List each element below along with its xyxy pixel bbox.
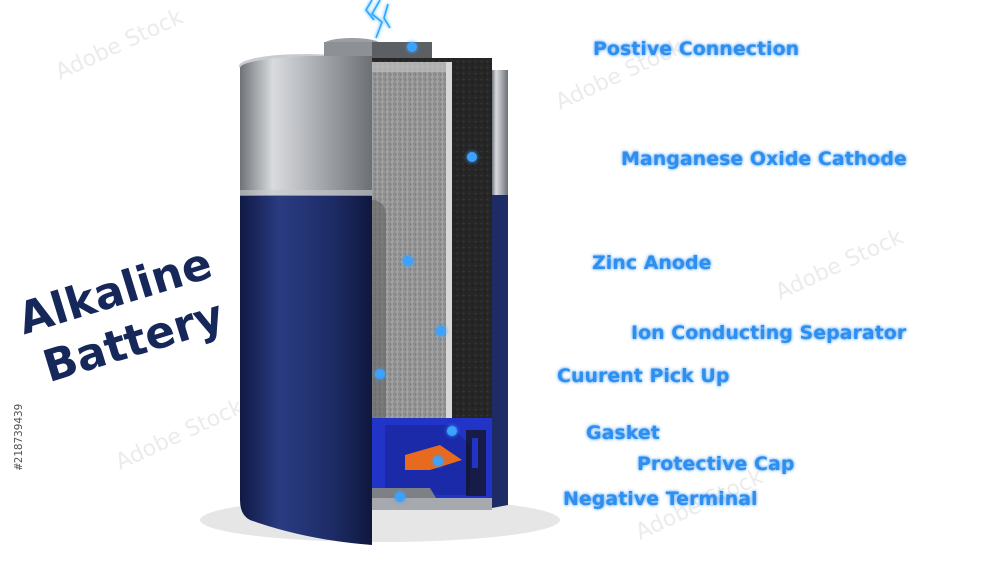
callout-separator: Ion Conducting Separator — [436, 322, 907, 344]
callout-label-anode: Zinc Anode — [592, 252, 711, 274]
band-seam — [240, 190, 372, 196]
callout-label-gasket: Gasket — [586, 422, 660, 444]
callout-current-pickup: Cuurent Pick Up — [375, 365, 729, 387]
watermark-text: Adobe Stock — [772, 225, 907, 306]
current-collector — [372, 200, 386, 418]
negative-terminal-ridge — [372, 488, 436, 498]
callout-gasket: Gasket — [447, 422, 660, 444]
callout-label-cathode: Manganese Oxide Cathode — [621, 148, 907, 170]
inner-shell-right-silver — [492, 70, 508, 195]
ion-conducting-separator — [446, 62, 452, 418]
negative-terminal — [372, 498, 492, 510]
spark-effect — [365, 0, 391, 39]
positive-nub — [324, 42, 380, 56]
callout-dot — [395, 492, 405, 502]
diagram-title: Alkaline Battery — [12, 238, 229, 393]
callout-label-protective-cap: Protective Cap — [637, 453, 794, 475]
battery-interior — [324, 38, 508, 510]
zinc-anode — [372, 62, 446, 418]
callout-dot — [433, 456, 443, 466]
callout-dot — [375, 369, 385, 379]
battery-casing — [239, 54, 372, 545]
callout-anode: Zinc Anode — [403, 252, 711, 274]
inner-trim-accent — [472, 438, 478, 468]
callout-protective-cap: Protective Cap — [433, 453, 794, 475]
callout-label-positive-connection: Postive Connection — [593, 38, 799, 60]
silver-band — [240, 56, 372, 195]
callout-dot — [407, 42, 417, 52]
callout-cathode: Manganese Oxide Cathode — [467, 148, 907, 170]
callout-dot — [447, 426, 457, 436]
callout-label-negative-terminal: Negative Terminal — [563, 488, 758, 510]
stock-id: #218739439 — [12, 404, 25, 470]
watermark-text: Adobe Stock — [52, 5, 187, 86]
callout-layer: Postive Connection Manganese Oxide Catho… — [375, 38, 907, 510]
callout-dot — [436, 326, 446, 336]
positive-nub-cut — [372, 42, 432, 58]
callout-label-current-pickup: Cuurent Pick Up — [557, 365, 729, 387]
callout-label-separator: Ion Conducting Separator — [631, 322, 907, 344]
callout-positive-connection: Postive Connection — [407, 38, 799, 60]
watermark-text: Adobe Stock — [112, 395, 247, 476]
anode-top-edge — [372, 62, 446, 72]
callout-dot — [403, 256, 413, 266]
protective-cap — [405, 445, 462, 470]
callout-dot — [467, 152, 477, 162]
blue-wrap — [240, 195, 372, 545]
callout-negative-terminal: Negative Terminal — [395, 488, 758, 510]
